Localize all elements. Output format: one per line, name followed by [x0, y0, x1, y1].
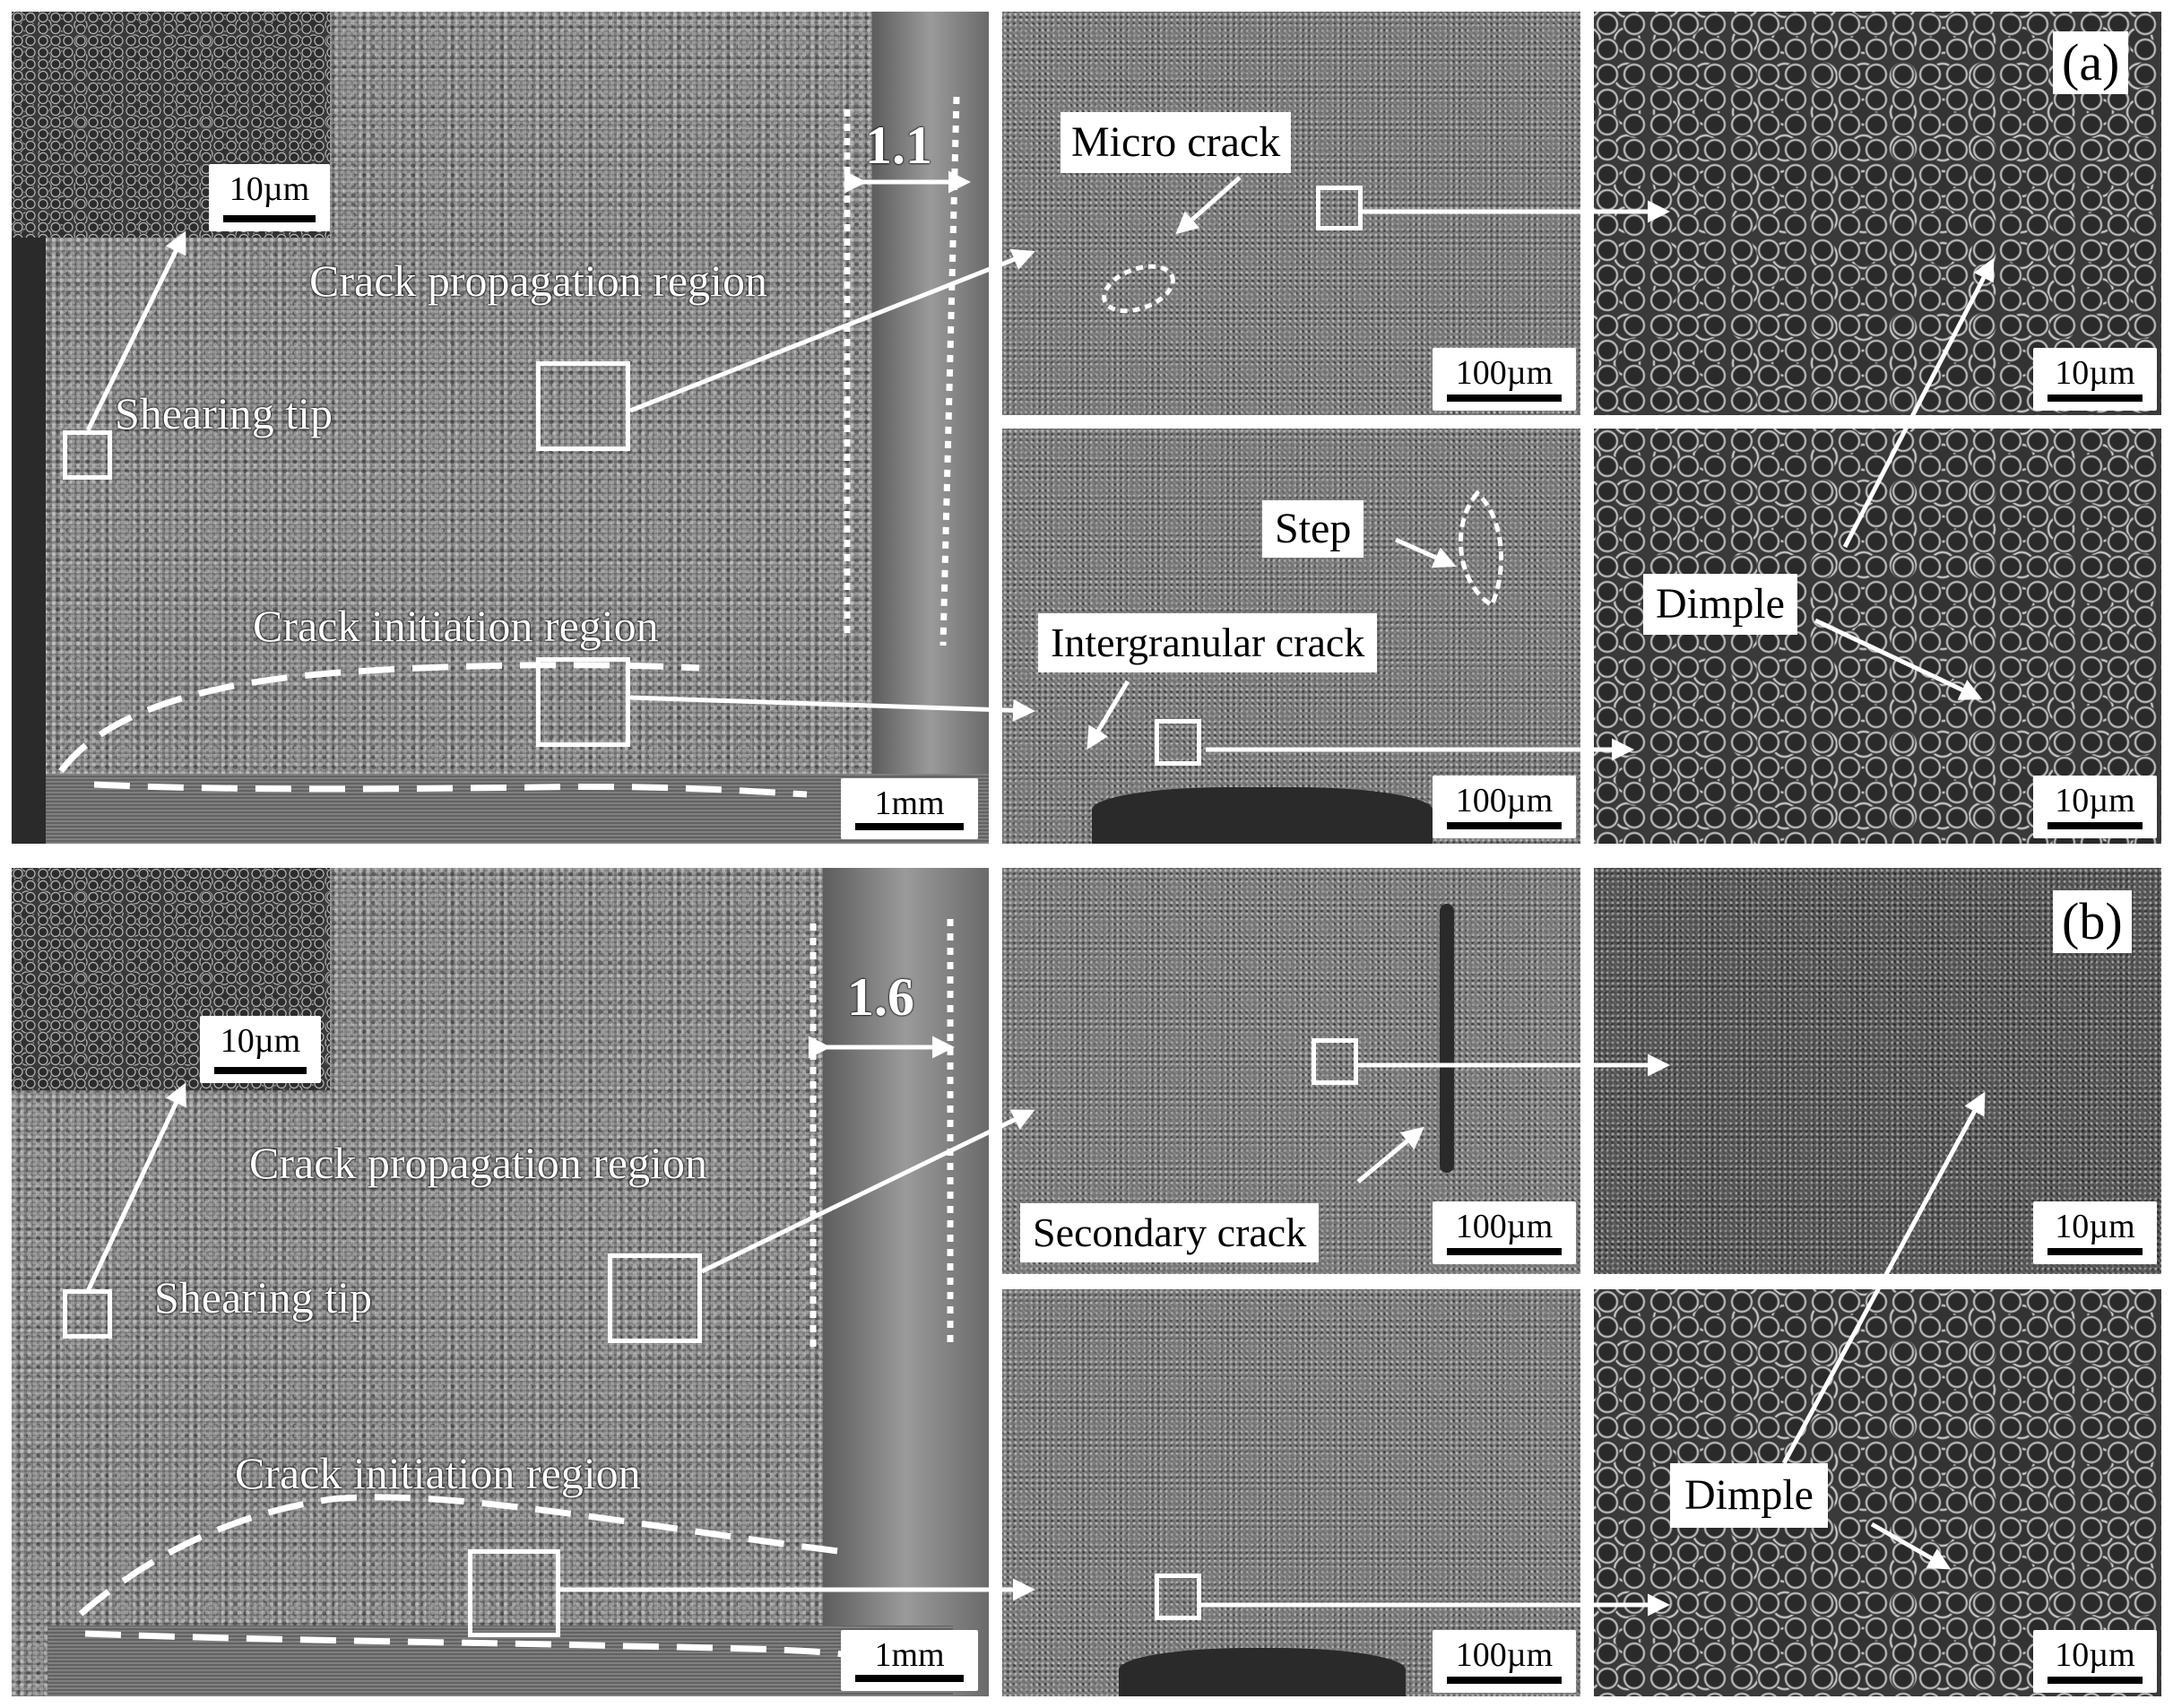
scale-bar-b-bottom-right-bar — [2047, 1677, 2143, 1684]
inset-arrow-b — [85, 1082, 186, 1293]
scale-bar-b-bottom-right-text: 10µm — [2055, 1636, 2135, 1674]
propagation-label-a: Crack propagation region — [309, 256, 767, 306]
scale-bar-b-bottom-mid-bar — [1447, 1677, 1562, 1684]
scale-bar-b-top-right: 10µm — [2033, 1201, 2157, 1264]
link-arrow-a-init — [629, 695, 1035, 722]
micrograph-a-bottom-mid-dark — [1092, 787, 1433, 844]
scale-bar-a-top-right: 10µm — [2033, 348, 2157, 411]
scale-bar-b-top-mid-text: 100µm — [1455, 1208, 1554, 1245]
overview-a-left-edge — [12, 236, 46, 844]
scale-bar-a-inset: 10µm — [209, 164, 330, 231]
scale-bar-a-overview-text: 1mm — [874, 785, 945, 822]
scale-bar-a-inset-text: 10µm — [229, 170, 310, 208]
overview-b-side-wall — [823, 868, 989, 1696]
shearing-label-a: Shearing tip — [115, 388, 333, 438]
scale-bar-b-bottom-right: 10µm — [2033, 1630, 2157, 1693]
scale-bar-b-inset-text: 10µm — [220, 1022, 301, 1060]
scale-bar-b-top-right-bar — [2047, 1248, 2143, 1255]
scale-bar-a-top-mid-text: 100µm — [1455, 354, 1554, 392]
selection-box-b-shear — [63, 1289, 112, 1339]
dimple-arrow-a-up — [1842, 257, 1995, 549]
scale-bar-a-top-right-text: 10µm — [2055, 354, 2135, 392]
scale-bar-a-top-right-bar — [2047, 394, 2143, 402]
selection-box-b-top-mid — [1312, 1038, 1358, 1085]
initiation-label-b: Crack initiation region — [235, 1448, 641, 1498]
scale-bar-a-bottom-mid-bar — [1447, 822, 1562, 829]
scale-bar-b-top-right-text: 10µm — [2055, 1208, 2135, 1245]
selection-box-a-prop — [536, 361, 630, 451]
initiation-boundary-b-lower — [84, 1630, 844, 1658]
micrograph-a-bottom-right — [1594, 429, 2161, 844]
link-arrow-b-prop — [700, 1109, 1035, 1274]
scale-bar-b-top-mid-bar — [1447, 1248, 1562, 1255]
scale-bar-b-inset-bar — [214, 1067, 307, 1074]
selection-box-a-top-mid — [1316, 186, 1363, 230]
scale-bar-b-overview-text: 1mm — [874, 1636, 945, 1674]
scale-bar-b-bottom-mid: 100µm — [1433, 1630, 1576, 1693]
scale-bar-a-bottom-right: 10µm — [2033, 776, 2157, 838]
scale-bar-a-top-mid: 100µm — [1433, 348, 1576, 411]
selection-box-a-shear — [63, 430, 112, 480]
propagation-label-b: Crack propagation region — [249, 1138, 707, 1188]
width-line-a-right — [939, 96, 960, 646]
micrograph-b-bottom-mid — [1002, 1289, 1580, 1696]
scale-bar-a-bottom-mid-text: 100µm — [1455, 782, 1554, 819]
panel-tag-a: (a) — [2053, 31, 2129, 94]
scale-bar-a-bottom-right-bar — [2047, 822, 2143, 829]
selection-box-a-init — [536, 657, 630, 747]
scale-bar-a-top-mid-bar — [1447, 394, 1562, 402]
step-arrow — [1394, 537, 1457, 568]
scale-bar-b-inset: 10µm — [200, 1016, 321, 1083]
scale-bar-a-bottom-mid: 100µm — [1433, 776, 1576, 838]
width-marker-a: 1.1 — [865, 116, 932, 175]
overview-a — [12, 12, 989, 844]
scale-bar-b-overview: 1mm — [841, 1630, 978, 1691]
selection-box-a-bottom-mid — [1155, 719, 1201, 766]
scale-bar-b-bottom-mid-text: 100µm — [1455, 1636, 1554, 1674]
intergranular-crack-callout: Intergranular crack — [1038, 613, 1378, 672]
dimple-arrow-a-down — [1814, 618, 1983, 700]
micro-crack-ring — [1102, 264, 1175, 314]
secondary-crack-arrow — [1356, 1126, 1424, 1183]
inset-arrow-a — [85, 230, 186, 432]
step-callout: Step — [1262, 500, 1364, 558]
micrograph-b-bottom-mid-dark — [1119, 1648, 1406, 1696]
selection-box-b-prop — [608, 1253, 702, 1343]
initiation-boundary-a-lower — [93, 781, 808, 798]
initiation-label-a: Crack initiation region — [253, 601, 659, 651]
initiation-boundary-a-upper — [58, 662, 700, 774]
scale-bar-b-top-mid: 100µm — [1433, 1201, 1576, 1264]
width-marker-b: 1.6 — [847, 967, 914, 1027]
shearing-label-b: Shearing tip — [154, 1272, 373, 1322]
micro-crack-callout: Micro crack — [1061, 112, 1292, 173]
dimple-callout-b: Dimple — [1670, 1463, 1828, 1528]
intergranular-crack-arrow — [1086, 680, 1130, 750]
overview-a-inset — [12, 12, 330, 238]
scale-bar-b-overview-bar — [855, 1675, 964, 1682]
scale-bar-a-overview: 1mm — [841, 778, 978, 839]
scale-bar-a-bottom-right-text: 10µm — [2055, 782, 2135, 819]
secondary-crack-line — [1440, 904, 1454, 1173]
scale-bar-a-inset-bar — [223, 215, 316, 222]
dimple-arrow-b-up — [1781, 1091, 1986, 1465]
secondary-crack-callout: Secondary crack — [1020, 1203, 1320, 1262]
micro-crack-arrow — [1175, 176, 1242, 235]
initiation-boundary-b-upper — [78, 1494, 839, 1617]
step-ring — [1459, 490, 1504, 609]
overview-a-base — [46, 774, 989, 844]
panel-tag-b: (b) — [2053, 890, 2132, 953]
link-arrow-a-prop — [629, 248, 1035, 413]
dimple-arrow-b-down — [1870, 1522, 1952, 1570]
scale-bar-a-overview-bar — [855, 823, 964, 830]
selection-box-b-bottom-mid — [1155, 1574, 1201, 1620]
selection-box-b-init — [468, 1549, 560, 1637]
dimple-callout-a: Dimple — [1643, 574, 1797, 635]
